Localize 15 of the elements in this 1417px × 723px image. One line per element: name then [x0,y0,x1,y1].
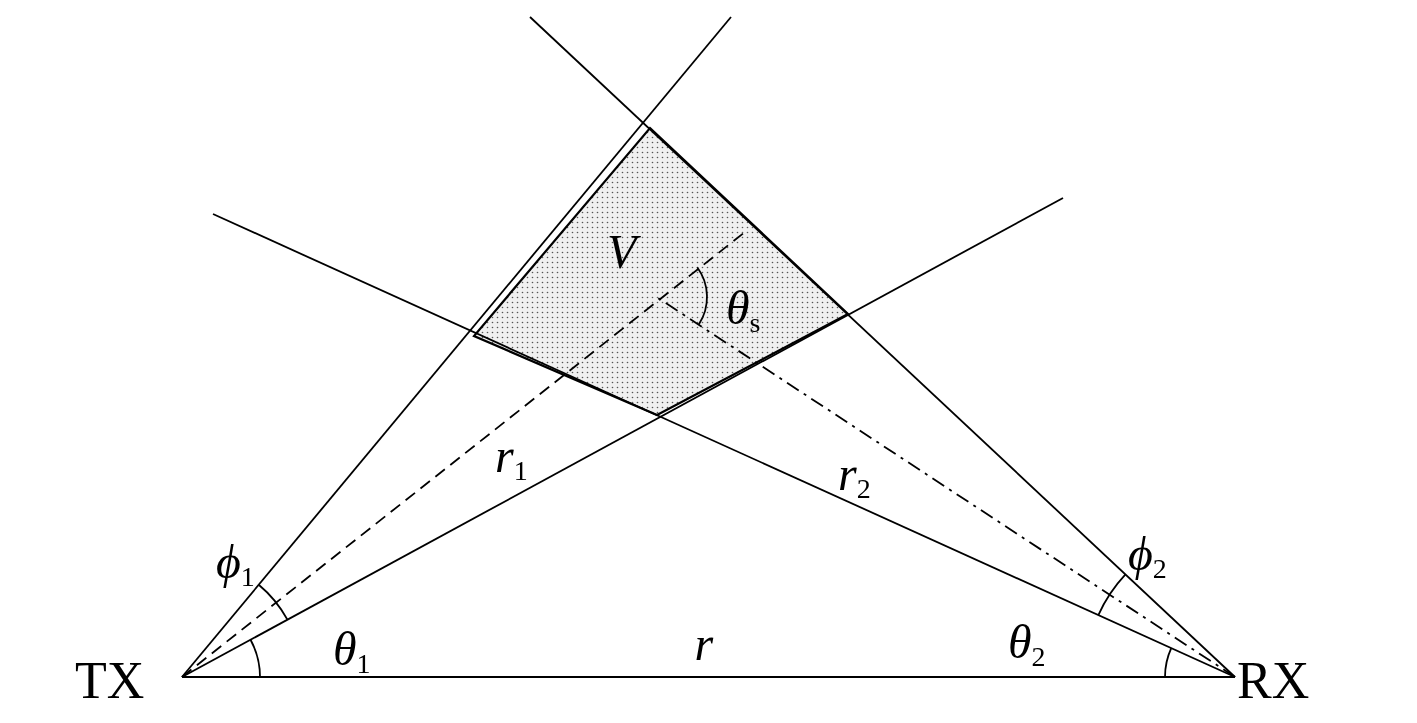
symbol-label: θ$_{1}$ [333,625,371,679]
line [529,16,1236,678]
station-label: RX [1237,655,1310,707]
line [212,213,1236,678]
station-label: TX [75,655,145,707]
line [181,676,1236,678]
symbol-label: r$_{2}$ [838,450,871,504]
symbol-label: ϕ$_{1}$ [216,538,255,592]
line [181,197,1064,678]
line [181,16,732,678]
symbol-label: ϕ$_{2}$ [1128,530,1167,584]
symbol-label: r$_{1}$ [495,432,528,486]
dashed-line [181,231,746,678]
symbol-label: θ$_{s}$ [726,284,761,338]
symbol-label: θ$_{2}$ [1008,618,1046,672]
